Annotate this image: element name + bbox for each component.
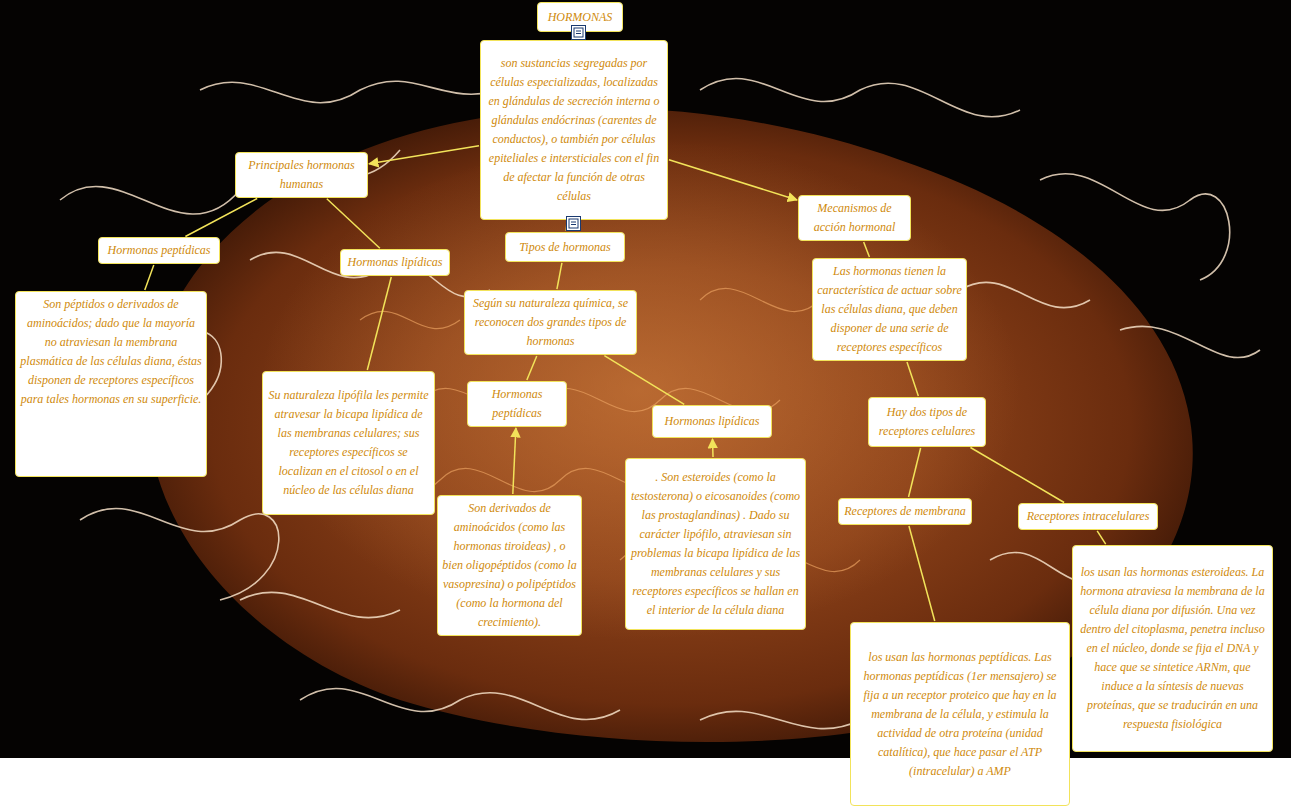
text-wrap: Hormonas peptídicas (108, 241, 211, 260)
connector (369, 146, 479, 164)
text-wrap: Hormonas peptídicas (472, 385, 562, 423)
concept-box: Su naturaleza lipófila les permite atrav… (262, 371, 435, 515)
text-wrap: Receptores de membrana (844, 502, 966, 521)
concept-text: Principales hormonas humanas (240, 156, 363, 194)
concept-box: los usan las hormonas peptídicas. Las ho… (850, 622, 1070, 806)
concept-box: Hay dos tipos de receptores celulares (868, 397, 986, 447)
text-wrap: son sustancias segregadas por células es… (485, 54, 663, 206)
text-wrap: Según su naturaleza química, se reconoce… (469, 294, 632, 351)
concept-text: Hormonas lipídicas (664, 412, 759, 431)
connector (604, 356, 684, 405)
concept-text: Tipos de hormonas (519, 238, 610, 257)
concept-box: Según su naturaleza química, se reconoce… (464, 290, 637, 355)
document-icon (571, 25, 586, 40)
text-wrap: Mecanismos de acción hormonal (803, 199, 906, 237)
connector (527, 356, 537, 380)
connector (970, 448, 1064, 503)
concept-text: . Son esteroides (como la testosterona) … (630, 468, 801, 620)
text-wrap: Hay dos tipos de receptores celulares (873, 403, 981, 441)
connector (907, 362, 918, 396)
concept-text: son sustancias segregadas por células es… (485, 54, 663, 206)
text-wrap: Son derivados de aminoácidos (como las h… (442, 499, 577, 632)
connector (669, 160, 797, 200)
concept-box: Hormonas peptídicas (98, 237, 220, 264)
connector (909, 526, 935, 621)
concept-box: Las hormonas tienen la característica de… (812, 258, 967, 361)
concept-box: los usan las hormonas esteroideas. La ho… (1072, 545, 1273, 752)
connector (513, 428, 516, 494)
text-wrap: Su naturaleza lipófila les permite atrav… (267, 386, 430, 500)
text-wrap: Hormonas lipídicas (664, 412, 759, 431)
concept-text: Son derivados de aminoácidos (como las h… (442, 499, 577, 632)
connector (327, 199, 380, 249)
connector (557, 263, 562, 289)
document-icon (566, 216, 581, 231)
concept-box: Hormonas lipídicas (340, 249, 450, 276)
connector (909, 448, 921, 497)
concept-text: Según su naturaleza química, se reconoce… (469, 294, 632, 351)
connector (367, 277, 391, 370)
concept-text: Hay dos tipos de receptores celulares (873, 403, 981, 441)
text-wrap: . Son esteroides (como la testosterona) … (630, 468, 801, 620)
concept-text: Hormonas lipídicas (347, 253, 442, 272)
concept-box: Hormonas lipídicas (652, 405, 772, 438)
text-wrap: Las hormonas tienen la característica de… (817, 262, 962, 357)
connector (712, 439, 714, 457)
concept-text: HORMONAS (548, 8, 613, 27)
text-wrap: Tipos de hormonas (519, 238, 610, 257)
concept-box: Son derivados de aminoácidos (como las h… (437, 495, 582, 636)
concept-text: Hormonas peptídicas (108, 241, 211, 260)
concept-box: son sustancias segregadas por células es… (480, 40, 668, 220)
text-wrap: los usan las hormonas esteroideas. La ho… (1077, 563, 1268, 734)
concept-box: Receptores de membrana (838, 498, 972, 525)
concept-text: Receptores intracelulares (1027, 507, 1150, 526)
concept-box: Tipos de hormonas (505, 232, 625, 262)
text-wrap: Receptores intracelulares (1027, 507, 1150, 526)
concept-box: Hormonas peptídicas (467, 381, 567, 427)
concept-text: Las hormonas tienen la característica de… (817, 262, 962, 357)
text-wrap: Hormonas lipídicas (347, 253, 442, 272)
text-wrap: HORMONAS (548, 8, 613, 27)
text-wrap: Principales hormonas humanas (240, 156, 363, 194)
concept-text: Mecanismos de acción hormonal (803, 199, 906, 237)
connector (1097, 531, 1106, 544)
concept-box: Mecanismos de acción hormonal (798, 195, 911, 241)
concept-text: los usan las hormonas peptídicas. Las ho… (855, 648, 1065, 781)
concept-text: Su naturaleza lipófila les permite atrav… (267, 386, 430, 500)
connector (185, 198, 257, 236)
connector (145, 265, 154, 290)
text-wrap: los usan las hormonas peptídicas. Las ho… (855, 648, 1065, 781)
concept-text: Receptores de membrana (844, 502, 966, 521)
text-wrap: Son péptidos o derivados de aminoácidos;… (20, 295, 202, 409)
concept-box: Receptores intracelulares (1018, 503, 1158, 530)
concept-text: Hormonas peptídicas (472, 385, 562, 423)
concept-text: los usan las hormonas esteroideas. La ho… (1077, 563, 1268, 734)
connector (864, 242, 870, 257)
concept-box: Son péptidos o derivados de aminoácidos;… (15, 291, 207, 477)
concept-text: Son péptidos o derivados de aminoácidos;… (20, 295, 202, 409)
concept-box: Principales hormonas humanas (235, 152, 368, 198)
concept-box: . Son esteroides (como la testosterona) … (625, 458, 806, 630)
